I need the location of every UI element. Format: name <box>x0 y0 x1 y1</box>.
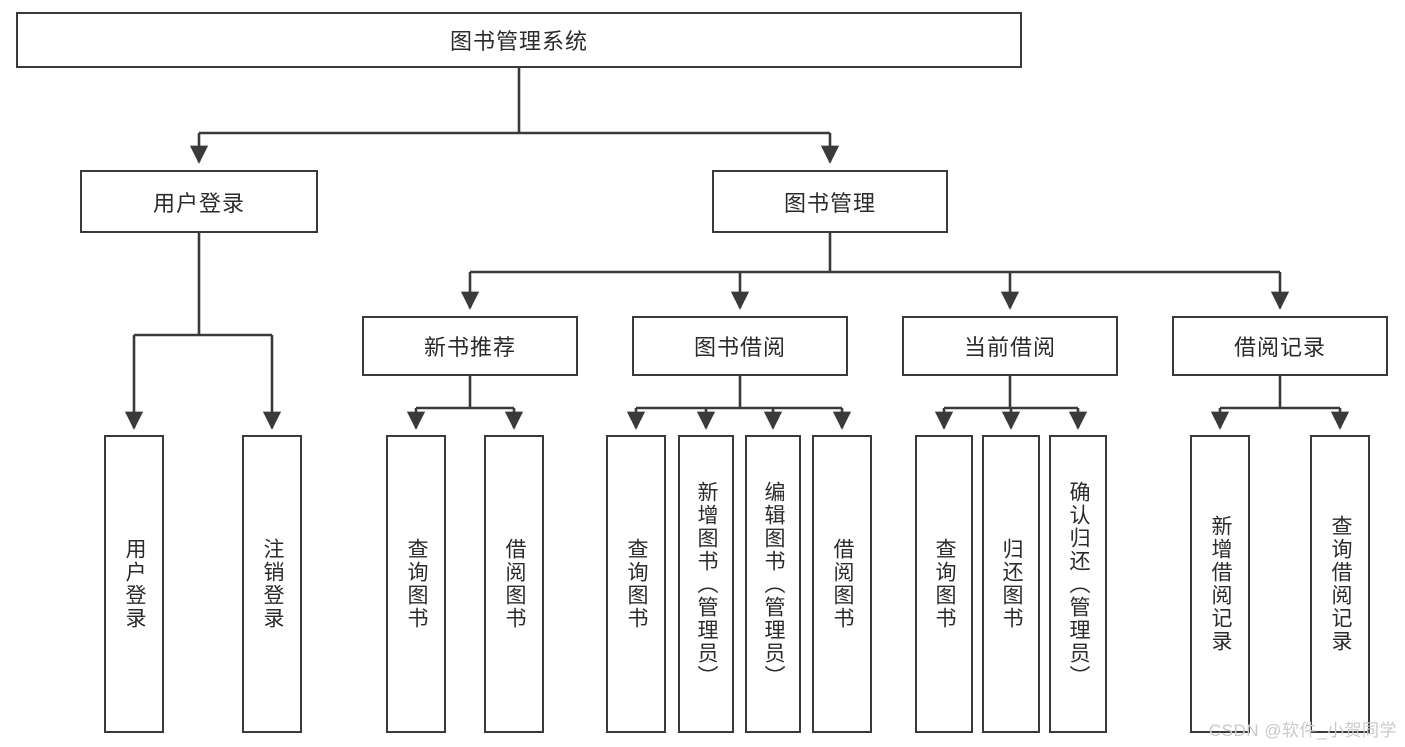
node-leaf-query-book-borrow-label: 查询图书 <box>625 538 649 630</box>
csdn-watermark: CSDN @软件_小贺同学 <box>1208 721 1397 740</box>
node-root-label: 图书管理系统 <box>449 29 588 54</box>
node-leaf-borrow-book-rec-label: 借阅图书 <box>503 538 527 630</box>
node-leaf-return-book[interactable]: 归还图书 <box>982 435 1040 733</box>
node-leaf-user-login[interactable]: 用户登录 <box>104 435 164 733</box>
node-leaf-add-book[interactable]: 新增图书（管理员） <box>678 435 734 733</box>
node-leaf-query-book-cur-label: 查询图书 <box>933 538 957 630</box>
node-book-manage[interactable]: 图书管理 <box>712 170 948 233</box>
node-leaf-confirm-return-label: 确认归还（管理员） <box>1067 480 1091 688</box>
node-leaf-confirm-return[interactable]: 确认归还（管理员） <box>1049 435 1107 733</box>
node-user-login-label: 用户登录 <box>152 190 245 216</box>
node-leaf-add-book-label: 新增图书（管理员） <box>695 480 719 688</box>
node-leaf-query-book-rec-label: 查询图书 <box>405 538 429 630</box>
node-leaf-query-book-borrow[interactable]: 查询图书 <box>606 435 666 733</box>
node-leaf-query-book-cur[interactable]: 查询图书 <box>915 435 973 733</box>
node-leaf-edit-book[interactable]: 编辑图书（管理员） <box>745 435 801 733</box>
node-root[interactable]: 图书管理系统 <box>16 12 1022 68</box>
node-current-borrow[interactable]: 当前借阅 <box>902 316 1118 376</box>
node-leaf-query-record[interactable]: 查询借阅记录 <box>1310 435 1370 733</box>
node-user-login[interactable]: 用户登录 <box>80 170 318 233</box>
node-book-borrow-label: 图书借阅 <box>693 335 786 360</box>
node-leaf-return-book-label: 归还图书 <box>1000 538 1024 630</box>
node-new-book-recommend-label: 新书推荐 <box>423 335 516 360</box>
node-leaf-logout[interactable]: 注销登录 <box>242 435 302 733</box>
node-borrow-record-label: 借阅记录 <box>1233 335 1326 360</box>
node-leaf-borrow-book-rec[interactable]: 借阅图书 <box>484 435 544 733</box>
node-leaf-add-record[interactable]: 新增借阅记录 <box>1190 435 1250 733</box>
node-current-borrow-label: 当前借阅 <box>963 335 1056 360</box>
node-leaf-borrow-book[interactable]: 借阅图书 <box>812 435 872 733</box>
node-leaf-borrow-book-label: 借阅图书 <box>831 538 855 630</box>
node-leaf-add-record-label: 新增借阅记录 <box>1209 515 1233 653</box>
node-leaf-query-book-rec[interactable]: 查询图书 <box>386 435 446 733</box>
node-new-book-recommend[interactable]: 新书推荐 <box>362 316 578 376</box>
node-book-borrow[interactable]: 图书借阅 <box>632 316 848 376</box>
node-leaf-logout-label: 注销登录 <box>261 538 285 630</box>
node-borrow-record[interactable]: 借阅记录 <box>1172 316 1388 376</box>
node-leaf-user-login-label: 用户登录 <box>123 538 147 630</box>
node-leaf-edit-book-label: 编辑图书（管理员） <box>762 480 786 688</box>
node-book-manage-label: 图书管理 <box>783 190 876 216</box>
node-leaf-query-record-label: 查询借阅记录 <box>1329 515 1353 653</box>
